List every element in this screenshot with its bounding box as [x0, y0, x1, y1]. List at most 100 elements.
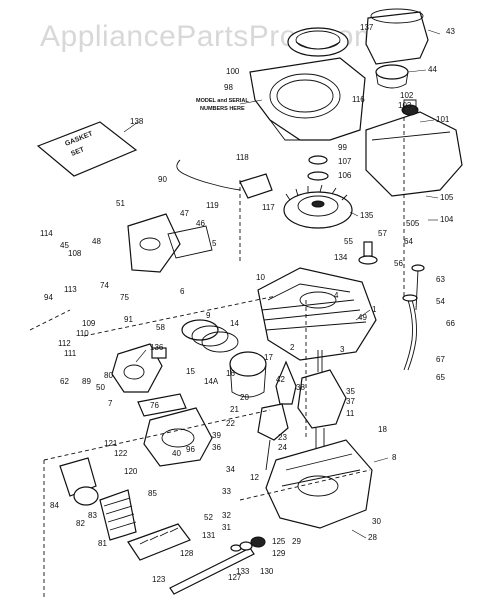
- callout-50: 50: [96, 383, 105, 392]
- callout-14: 14: [230, 319, 239, 328]
- callout-42: 42: [276, 375, 285, 384]
- callout-11: 11: [346, 409, 355, 418]
- callout-81: 81: [98, 539, 107, 548]
- callout-66: 66: [446, 319, 455, 328]
- callout-15: 15: [186, 367, 195, 376]
- callout-505: 505: [406, 219, 420, 228]
- callout-17: 17: [264, 353, 273, 362]
- callout-128: 128: [180, 549, 194, 558]
- ignition-module: [176, 159, 273, 199]
- callout-102: 102: [400, 91, 414, 100]
- callout-62: 62: [60, 377, 69, 386]
- callout-107: 107: [338, 157, 352, 166]
- rewind-starter: [287, 27, 349, 57]
- callout-129: 129: [272, 549, 286, 558]
- callout-1: 1: [372, 305, 377, 314]
- blower-housing: [249, 57, 366, 141]
- manifold-gasket: [167, 225, 213, 259]
- callout-122: 122: [114, 449, 128, 458]
- callout-121: 121: [104, 439, 118, 448]
- callout-74: 74: [100, 281, 109, 290]
- piston-rings: [181, 319, 239, 353]
- callout-110: 110: [76, 329, 89, 338]
- callout-5: 5: [212, 239, 217, 248]
- callout-2: 2: [290, 343, 295, 352]
- callout-64: 64: [404, 237, 413, 246]
- callout-29: 29: [292, 537, 301, 546]
- callout-36: 36: [212, 443, 221, 452]
- callout-100: 100: [226, 67, 240, 76]
- callout-31: 31: [222, 523, 231, 532]
- callout-45: 45: [60, 241, 69, 250]
- note-line1: MODEL and SERIAL: [196, 98, 249, 104]
- callout-96: 96: [186, 445, 195, 454]
- intake-manifold: [127, 213, 181, 273]
- callout-134: 134: [334, 253, 348, 262]
- callout-116: 116: [352, 95, 365, 104]
- callout-76: 76: [150, 401, 159, 410]
- callout-105: 105: [440, 193, 454, 202]
- connecting-rod: [275, 360, 297, 405]
- callout-8: 8: [392, 453, 397, 462]
- callout-34: 34: [226, 465, 235, 474]
- air-cleaner-element: [375, 64, 409, 89]
- callout-130: 130: [260, 567, 274, 576]
- bearing-washers: [230, 536, 266, 552]
- callout-108: 108: [68, 249, 82, 258]
- callout-12: 12: [250, 473, 259, 482]
- dipstick-tube: [402, 294, 418, 371]
- callout-67: 67: [436, 355, 445, 364]
- callout-80: 80: [104, 371, 113, 380]
- flywheel: [283, 184, 353, 229]
- flywheel-nut-washer: [307, 155, 329, 181]
- air-filter-cover: [73, 486, 99, 506]
- callout-65: 65: [436, 373, 445, 382]
- callout-54: 54: [436, 297, 445, 306]
- callout-4: 4: [334, 291, 339, 300]
- callout-18: 18: [378, 425, 387, 434]
- callout-6: 6: [180, 287, 185, 296]
- callout-120: 120: [124, 467, 138, 476]
- callout-106: 106: [338, 171, 352, 180]
- callout-56: 56: [394, 259, 403, 268]
- callout-10: 10: [256, 273, 265, 282]
- callout-118: 118: [236, 153, 249, 162]
- callout-112: 112: [58, 339, 71, 348]
- camshaft: [257, 403, 289, 471]
- callout-9: 9: [206, 311, 211, 320]
- model-serial-note: MODEL and SERIAL NUMBERS HERE: [196, 98, 263, 112]
- callout-48: 48: [92, 237, 101, 246]
- callout-43: 43: [446, 27, 455, 36]
- callout-32: 32: [222, 511, 231, 520]
- callout-49: 49: [358, 313, 367, 322]
- callout-85: 85: [148, 489, 157, 498]
- callout-46: 46: [196, 219, 205, 228]
- callout-90: 90: [158, 175, 167, 184]
- drive-shaft: [169, 547, 255, 595]
- callout-20: 20: [240, 393, 249, 402]
- callout-38: 38: [296, 383, 305, 392]
- muffler: [143, 407, 213, 467]
- carburetor: [111, 343, 167, 393]
- callout-125: 125: [272, 537, 286, 546]
- callout-131: 131: [202, 531, 216, 540]
- callout-57: 57: [378, 229, 387, 238]
- callout-40: 40: [172, 449, 181, 458]
- callout-98: 98: [224, 83, 233, 92]
- callout-119: 119: [206, 201, 219, 210]
- callout-47: 47: [180, 209, 189, 218]
- fuel-tank: [365, 99, 463, 197]
- callout-14A: 14A: [204, 377, 219, 386]
- heat-shield: [137, 393, 187, 417]
- callout-94: 94: [44, 293, 53, 302]
- callout-82: 82: [76, 519, 85, 528]
- callout-99: 99: [338, 143, 347, 152]
- callout-35: 35: [346, 387, 355, 396]
- callout-101: 101: [436, 115, 450, 124]
- callout-23: 23: [278, 433, 287, 442]
- callout-52: 52: [204, 513, 213, 522]
- callout-63: 63: [436, 275, 445, 284]
- callout-127: 127: [228, 573, 242, 582]
- callout-55: 55: [344, 237, 353, 246]
